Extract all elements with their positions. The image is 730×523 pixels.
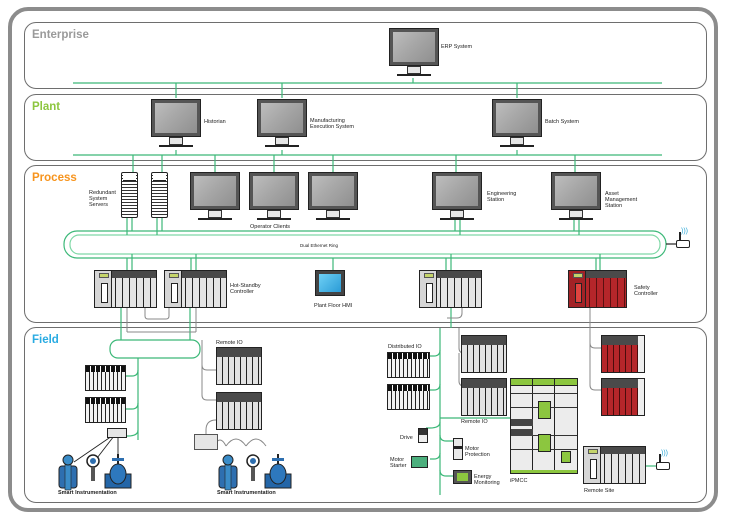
- diagram-frame: [8, 7, 718, 512]
- server-tower-2: [151, 172, 168, 218]
- server-tower-1: [121, 172, 138, 218]
- enterprise-layer: Enterprise: [24, 22, 707, 89]
- field-io-rack-2: [85, 397, 126, 423]
- monitor-icon: [432, 172, 482, 210]
- ipmcc-cabinet: [510, 378, 578, 474]
- monitor-icon: [249, 172, 299, 210]
- mes-monitor: [257, 99, 307, 149]
- smart-instrumentation-group-1: [58, 454, 132, 491]
- safety-controller: [568, 270, 627, 308]
- motor-protection-label: Motor Protection: [465, 446, 490, 458]
- smart-instrumentation-label-1: Smart Instrumentation: [58, 490, 117, 496]
- remote-io-gateway: [194, 434, 218, 450]
- batch-system-label: Batch System: [545, 119, 579, 125]
- historian-monitor: [151, 99, 201, 149]
- plant-floor-hmi-label: Plant Floor HMI: [314, 303, 353, 309]
- safety-io-rack-2: [601, 378, 645, 416]
- servers-label: Redundant System Servers: [89, 190, 116, 208]
- remote-io-label-1: Remote IO: [216, 340, 243, 346]
- engineering-station-label: Engineering Station: [487, 191, 517, 203]
- asset-management-label: Asset Management Station: [605, 191, 638, 209]
- ipmcc-label: iPMCC: [510, 478, 528, 484]
- motor-starter-icon: [411, 456, 428, 468]
- remote-io-label-2: Remote IO: [461, 419, 488, 425]
- erp-system-monitor: [389, 28, 439, 78]
- field-io-rack-1: [85, 365, 126, 391]
- drive-icon: [418, 428, 428, 443]
- operator-client-2: [249, 172, 299, 222]
- distributed-io-label: Distributed IO: [388, 344, 422, 350]
- flowmeter-icon: [218, 454, 238, 491]
- smart-instrumentation-group-2: [218, 454, 292, 491]
- historian-label: Historian: [204, 119, 226, 125]
- erp-system-label: ERP System: [441, 44, 473, 50]
- wifi-icon: ))): [681, 228, 688, 235]
- monitor-icon: [308, 172, 358, 210]
- engineering-station-monitor: [432, 172, 482, 222]
- energy-monitoring-icon: [453, 470, 472, 484]
- energy-monitoring-label: Energy Monitoring: [474, 474, 500, 486]
- safety-io-rack-1: [601, 335, 645, 373]
- monitor-icon: [551, 172, 601, 210]
- monitor-icon: [190, 172, 240, 210]
- smart-instrumentation-label-2: Smart Instrumentation: [217, 490, 276, 496]
- remote-io-rack-4: [461, 378, 507, 416]
- monitor-icon: [151, 99, 201, 137]
- asset-management-monitor: [551, 172, 601, 222]
- plant-layer: Plant: [24, 94, 707, 161]
- enterprise-title: Enterprise: [32, 29, 89, 41]
- distributed-io-rack-1: [387, 352, 430, 378]
- operator-clients-label: Operator Clients: [250, 224, 291, 230]
- remote-io-rack-2: [216, 392, 262, 430]
- hot-standby-controller-b: [164, 270, 227, 308]
- process-title: Process: [32, 172, 77, 184]
- remote-io-rack-3: [461, 335, 507, 373]
- pressure-transmitter-icon: [246, 454, 260, 481]
- wifi-icon: ))): [661, 450, 668, 457]
- flowmeter-icon: [58, 454, 78, 491]
- motor-starter-label: Motor Starter: [390, 457, 407, 469]
- operator-client-3: [308, 172, 358, 222]
- hot-standby-label: Hot-Standby Controller: [230, 283, 261, 295]
- safety-controller-label: Safety Controller: [634, 285, 658, 297]
- remote-site-controller: [583, 446, 646, 484]
- drive-label: Drive: [400, 435, 413, 441]
- monitor-icon: [389, 28, 439, 66]
- plant-floor-hmi: [315, 270, 345, 296]
- remote-io-rack-1: [216, 347, 262, 385]
- distributed-io-rack-2: [387, 384, 430, 410]
- monitor-icon: [257, 99, 307, 137]
- control-valve-icon: [264, 454, 292, 489]
- operator-client-1: [190, 172, 240, 222]
- field-title: Field: [32, 334, 59, 346]
- pressure-transmitter-icon: [86, 454, 100, 481]
- field-gateway: [107, 428, 127, 438]
- wireless-router-process: ))): [676, 228, 690, 248]
- plant-title: Plant: [32, 101, 61, 113]
- monitor-icon: [492, 99, 542, 137]
- hot-standby-controller-a: [94, 270, 157, 308]
- batch-system-monitor: [492, 99, 542, 149]
- mes-label: Manufacturing Execution System: [310, 118, 355, 130]
- controller-3: [419, 270, 482, 308]
- motor-protection-icon: [453, 438, 463, 460]
- remote-site-label: Remote Site: [584, 488, 615, 494]
- control-valve-icon: [104, 454, 132, 489]
- dual-ethernet-ring-label: Dual Ethernet Ring: [300, 243, 339, 248]
- wireless-router-remote-site: ))): [656, 450, 670, 470]
